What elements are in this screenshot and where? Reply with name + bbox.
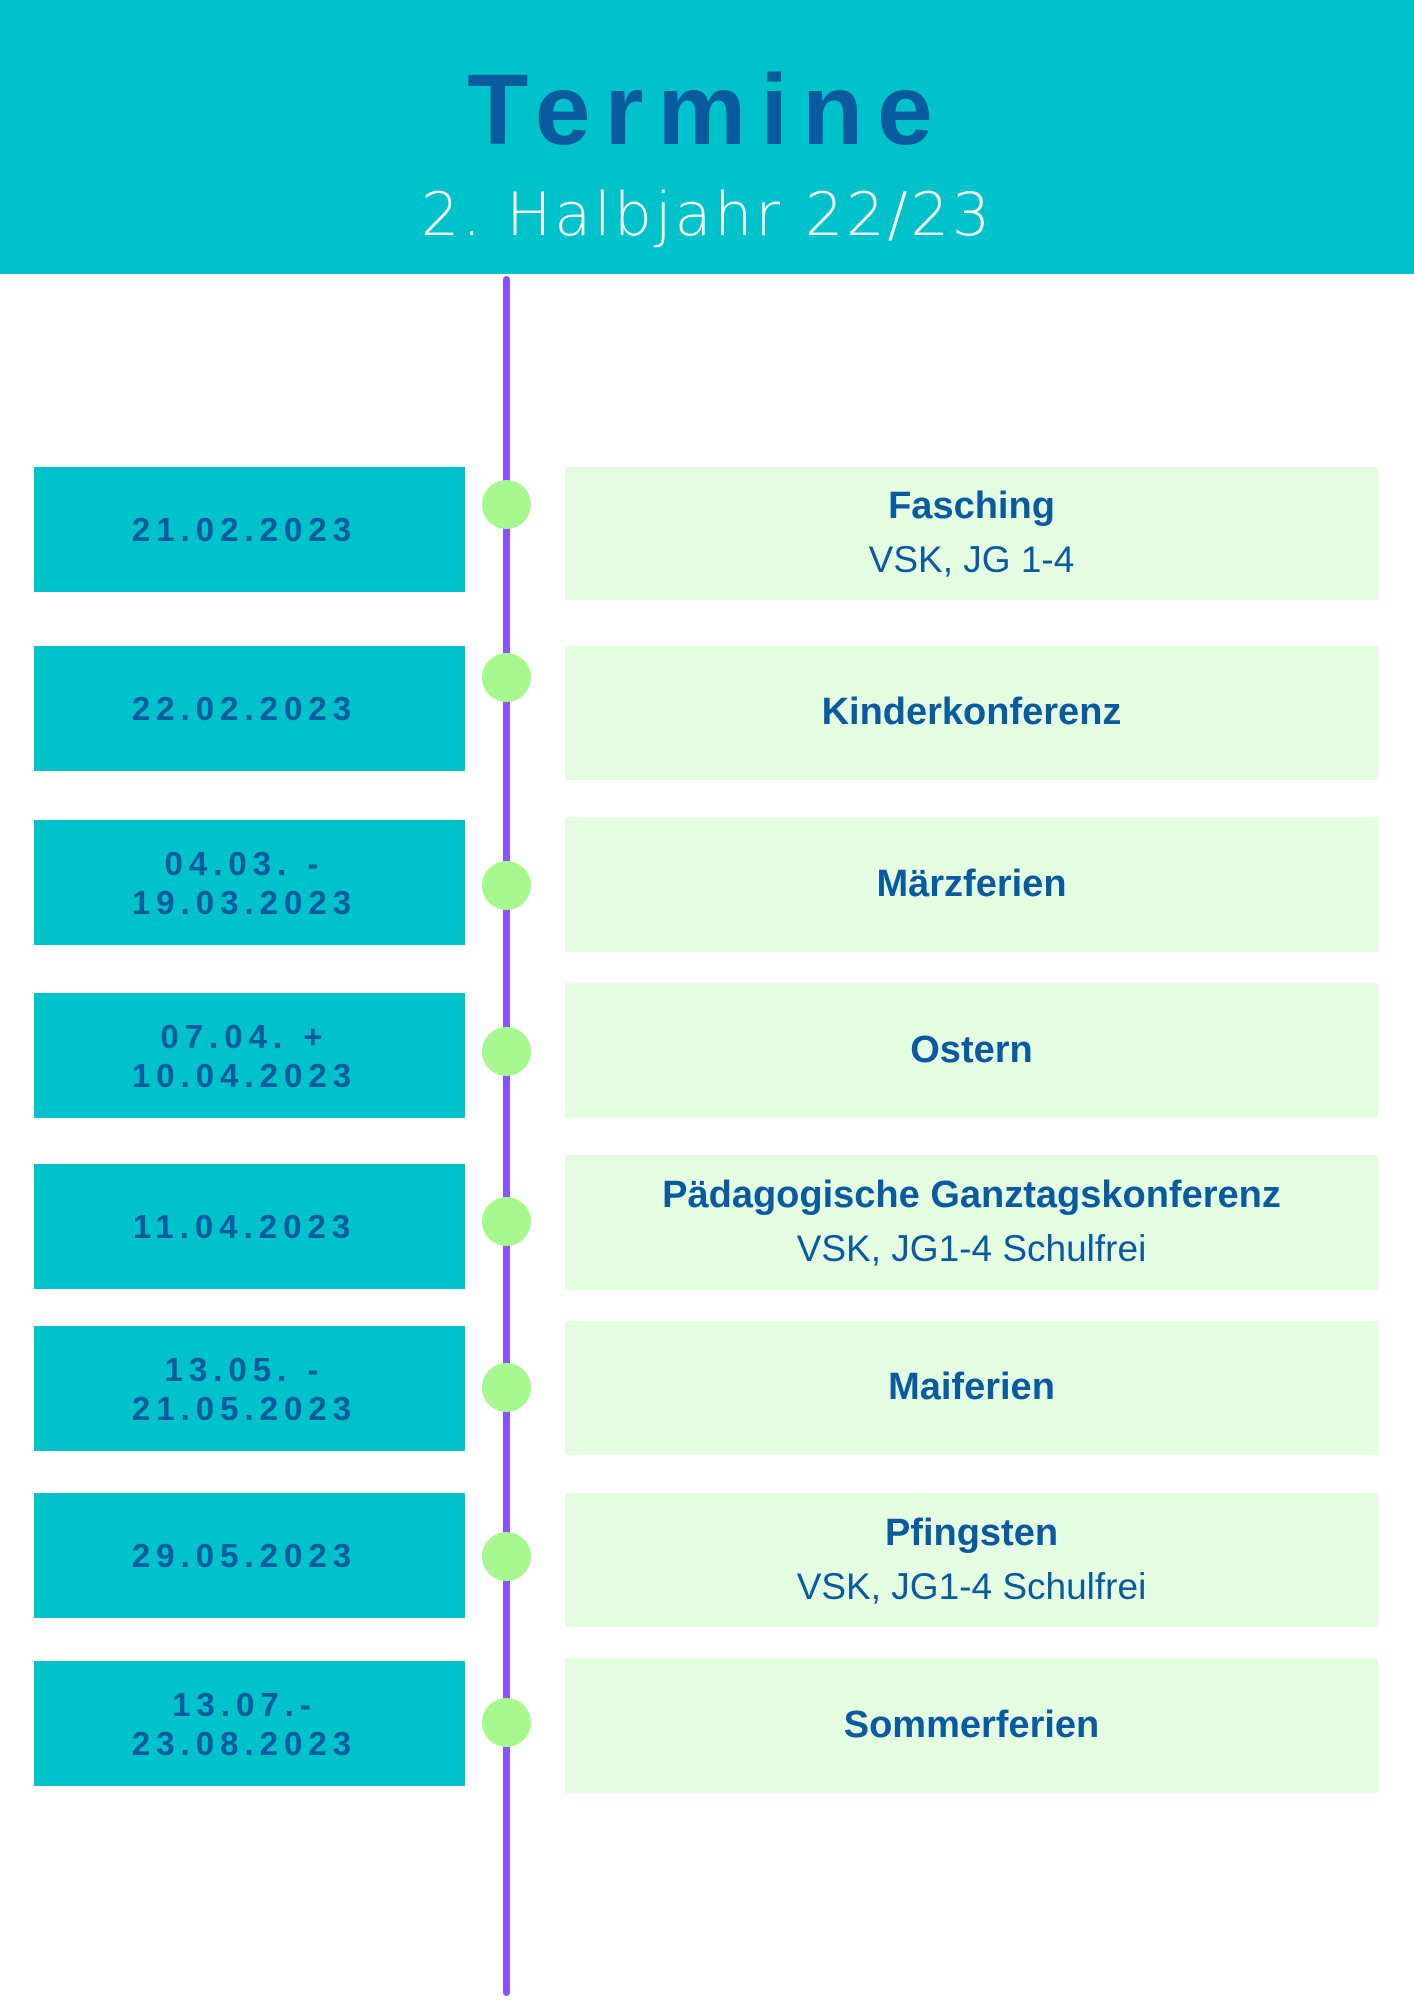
event-title: Sommerferien (843, 1703, 1100, 1746)
event-date-text: 22.02.2023 (131, 690, 358, 727)
event-date-box: 07.04. +10.04.2023 (34, 993, 465, 1118)
event-date-text: 07.04. + (160, 1017, 329, 1055)
event-box: Märzferien (565, 817, 1378, 952)
event-date-text: 11.04.2023 (132, 1208, 357, 1245)
event-date-text: 29.05.2023 (131, 1537, 358, 1574)
page-subtitle: 2. Halbjahr 22/23 (420, 180, 994, 250)
event-detail: VSK, JG1-4 Schulfrei (796, 1565, 1147, 1607)
timeline-dot-icon (482, 1027, 531, 1076)
event-box: Maiferien (565, 1321, 1378, 1455)
event-detail: VSK, JG1-4 Schulfrei (796, 1228, 1147, 1270)
event-title: Pfingsten (884, 1511, 1059, 1554)
event-date-box: 13.05. -21.05.2023 (34, 1326, 465, 1451)
timeline-dot-icon (482, 653, 531, 702)
event-box: Ostern (565, 983, 1378, 1118)
event-date-box: 21.02.2023 (34, 467, 465, 592)
event-title: Ostern (910, 1028, 1033, 1071)
event-date-box: 29.05.2023 (34, 1493, 465, 1618)
event-box: Kinderkonferenz (565, 646, 1378, 780)
event-title: Fasching (888, 485, 1055, 528)
event-date-text: 13.05. - (164, 1350, 325, 1388)
event-box: Sommerferien (565, 1658, 1378, 1793)
timeline-dot-icon (482, 1197, 531, 1246)
event-date-text: 23.08.2023 (131, 1724, 358, 1762)
timeline-line (503, 276, 510, 1996)
timeline-dot-icon (482, 1532, 531, 1581)
event-detail: VSK, JG 1-4 (868, 539, 1075, 581)
timeline-dot-icon (482, 480, 531, 529)
timeline-dot-icon (482, 1363, 531, 1412)
event-date-text: 21.05.2023 (131, 1389, 358, 1427)
event-date-text: 04.03. - (164, 844, 325, 882)
event-date-text: 21.02.2023 (131, 511, 358, 548)
event-title: Pädagogische Ganztagskonferenz (662, 1174, 1281, 1217)
timeline-dot-icon (482, 861, 531, 910)
header-banner: Termine 2. Halbjahr 22/23 (0, 0, 1414, 274)
timeline-dot-icon (482, 1698, 531, 1747)
event-date-text: 10.04.2023 (131, 1056, 358, 1094)
event-title: Märzferien (876, 862, 1067, 905)
event-title: Maiferien (888, 1366, 1055, 1409)
event-date-text: 13.07.- (172, 1685, 317, 1723)
event-date-box: 13.07.-23.08.2023 (34, 1661, 465, 1786)
event-date-box: 04.03. -19.03.2023 (34, 820, 465, 945)
page-title: Termine (467, 54, 947, 166)
event-date-box: 22.02.2023 (34, 646, 465, 771)
event-date-text: 19.03.2023 (131, 883, 358, 921)
event-title: Kinderkonferenz (821, 691, 1122, 734)
event-date-box: 11.04.2023 (34, 1164, 465, 1289)
